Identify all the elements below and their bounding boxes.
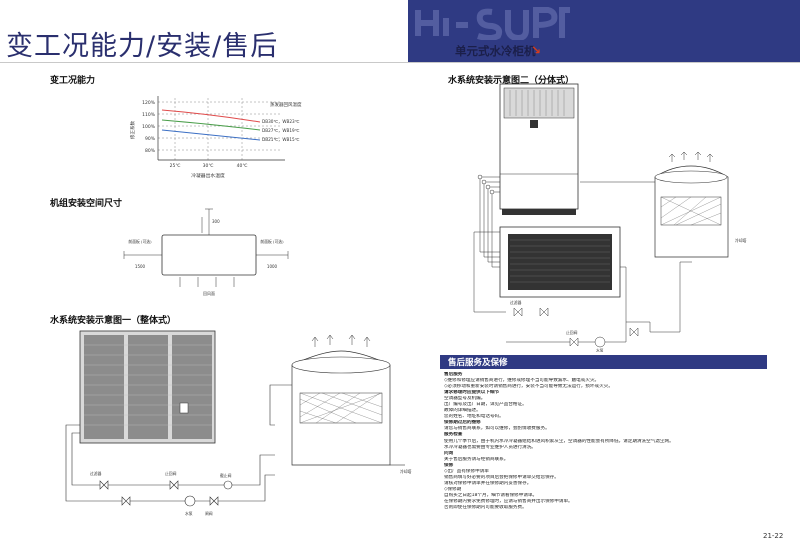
service-subheading: 保修 xyxy=(444,462,454,468)
header-divider xyxy=(0,62,800,63)
series-line xyxy=(161,129,261,141)
service-subheading: 服务检查 xyxy=(444,432,463,438)
page-number: 21-22 xyxy=(763,532,784,540)
section-title-diagram1: 水系统安装示意图一（整体式） xyxy=(50,316,177,326)
service-line: 空调器型号及机编。 xyxy=(444,396,486,402)
service-line: ◇必须移动和重新安装时请销售商进行，安装不当可能导致无法运行，损坏或火灾。 xyxy=(444,384,613,390)
series-line xyxy=(161,109,261,123)
section-title-space: 机组安装空间尺寸 xyxy=(50,199,123,209)
service-line: 关于售后服务请与经销商联系。 xyxy=(444,456,509,462)
service-line: 您的姓名、地址和电话号码。 xyxy=(444,414,504,420)
service-line: 销售商填写好必要的项目后会把保修申请单交给您保存。 xyxy=(444,474,559,480)
service-line: 否则即使在保修期内可能要收取服务费。 xyxy=(444,505,527,511)
x-axis-label: 冷凝器出水温度 xyxy=(191,172,225,179)
left-clearance: 1500 xyxy=(135,264,146,269)
service-line: ◇维修和修理应请销售商进行，维修或修理不当可能导致漏水、触电或火灾。 xyxy=(444,378,600,384)
service-line: 使用几个季节后，由于机内水冷冷凝器组结和进风积累灰尘，空调器的性能会有所降低，请… xyxy=(444,438,674,444)
capacity-correction-chart: 120% 110% 100% 90% 80% 修正系数 25℃ 30℃ 40℃ … xyxy=(129,96,302,179)
brand-logo xyxy=(415,7,570,40)
label-water-pump-2: 水泵 xyxy=(596,348,604,352)
label-filter: 过滤器 xyxy=(90,471,102,476)
service-line: 请核对保修申请单并在保修期内妥善保存。 xyxy=(444,480,532,486)
service-subheading: 售后服务 xyxy=(444,372,463,377)
legend-title: 蒸发器回风温度 xyxy=(270,101,302,108)
return-air-label: 回风面 xyxy=(203,291,215,296)
header-left-band xyxy=(0,0,408,62)
service-subheading: 保修期过后的维修 xyxy=(444,420,481,426)
top-clearance: 300 xyxy=(212,219,220,224)
legend-entry: DB30℃，WB23℃ xyxy=(262,119,300,125)
service-line: 水冷冷凝器也需要由专业维护人员进行清洗。 xyxy=(444,444,536,450)
header-right-band xyxy=(408,0,800,62)
service-subheading: 请求修理时应提供以下细节 xyxy=(444,390,500,396)
page-title: 变工况能力/安装/售后 xyxy=(6,31,279,62)
y-axis-label: 修正系数 xyxy=(129,121,136,139)
section-title-capacity: 变工况能力 xyxy=(50,76,96,86)
install-space-diagram: 300 1500 1000 前面板 (可选) 前面板 (可选) 回风面 xyxy=(123,208,289,296)
label-check-valve: 止回阀 xyxy=(165,471,177,476)
service-line: ◇出厂品有保修申请单 xyxy=(444,468,489,474)
legend-entry: DB27℃，WB19℃ xyxy=(262,128,300,134)
right-clearance: 1000 xyxy=(267,264,278,269)
service-line: 自购买之日起18个月，细节请看保修申请单。 xyxy=(444,492,538,498)
x-tick: 30℃ xyxy=(203,163,214,169)
right-panel-label: 前面板 (可选) xyxy=(260,239,284,244)
service-body: 售后服务◇维修和修理应请销售商进行，维修或修理不当可能导致漏水、触电或火灾。◇必… xyxy=(444,372,774,511)
section-title-diagram2: 水系统安装示意图二（分体式） xyxy=(448,76,575,86)
legend-entry: DB21℃，WB15℃ xyxy=(262,137,300,143)
series-line xyxy=(161,119,261,131)
cabinet-unit xyxy=(499,83,579,215)
water-system-diagram-split: 冷却塔 过滤器 止回阀 水泵 xyxy=(473,83,747,352)
service-title: 售后服务及保修 xyxy=(448,358,508,368)
label-gate-valve: 闸阀 xyxy=(205,511,213,516)
water-system-diagram-integrated: 过滤器 止回阀 水泵 闸阀 截止阀 冷却塔 xyxy=(65,330,412,516)
y-tick: 110% xyxy=(142,112,156,118)
service-header-bar xyxy=(440,355,767,369)
split-condenser xyxy=(499,226,621,298)
service-line: 出厂编号及出厂日期，详见产品合格证。 xyxy=(444,402,527,408)
service-line: 在保修期内要求免费修理时，应请与销售商并出示保修申请单。 xyxy=(444,498,573,504)
cooling-tower-1 xyxy=(291,334,391,466)
label-check-valve-2: 止回阀 xyxy=(566,330,578,335)
left-panel-label: 前面板 (可选) xyxy=(128,239,152,244)
arrow-icon: ↘ xyxy=(531,43,542,57)
product-line-name: 单元式水冷柜机 xyxy=(455,44,536,58)
cooling-tower-2 xyxy=(654,151,729,258)
label-tower-2: 冷却塔 xyxy=(735,238,747,243)
x-tick: 25℃ xyxy=(170,163,181,169)
service-line: 故障的详细描述。 xyxy=(444,408,481,414)
label-ball-valve: 截止阀 xyxy=(220,473,232,478)
label-water-pump: 水泵 xyxy=(185,511,193,516)
y-tick: 90% xyxy=(145,136,156,142)
x-tick: 40℃ xyxy=(237,163,248,169)
label-filter-2: 过滤器 xyxy=(510,300,522,305)
service-line: 请您与销售商联系，如可以维修，会酌情收费服务。 xyxy=(444,426,550,432)
service-subheading: 问询 xyxy=(444,450,454,456)
y-tick: 80% xyxy=(145,148,156,154)
y-tick: 100% xyxy=(142,124,156,130)
unit-outline xyxy=(161,234,257,276)
label-tower: 冷却塔 xyxy=(400,469,412,474)
service-line: ◇保修期 xyxy=(444,486,462,492)
y-tick: 120% xyxy=(142,100,156,106)
